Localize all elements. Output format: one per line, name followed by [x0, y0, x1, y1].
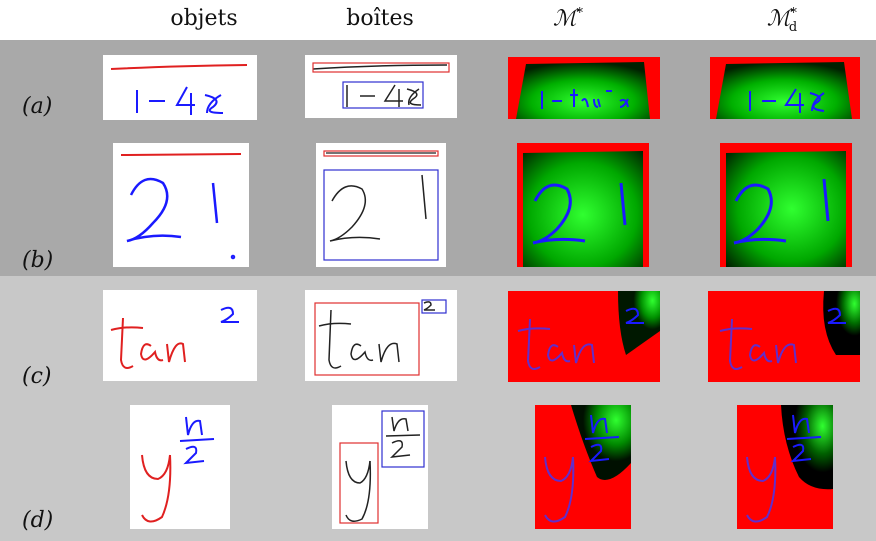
row-d-m-star-map [535, 405, 631, 529]
d-sub: d [788, 19, 798, 35]
row-b-boites-image [316, 143, 446, 267]
row-label-c: (c) [22, 364, 52, 389]
row-c-boites-image [305, 290, 457, 381]
row-d-m-star-d-map [737, 405, 833, 529]
row-c-m-star-d-map [708, 291, 860, 382]
row-b-objets-image [113, 143, 249, 267]
row-d-boites-image [332, 405, 428, 529]
row-label-d: (d) [22, 508, 54, 533]
row-b-m-star-d-map [720, 143, 852, 267]
row-a-objets-image [103, 55, 257, 120]
row-c-m-star-map [508, 291, 660, 382]
row-c-objets-image [103, 290, 257, 381]
star-sup: * [790, 6, 797, 21]
row-d-objets-image [130, 405, 230, 529]
row-a-boites-image [305, 55, 457, 118]
header-boites: boîtes [346, 6, 414, 31]
star-sup: * [576, 6, 584, 21]
row-a-m-star-map [508, 57, 660, 119]
m-symbol: ℳ [766, 6, 791, 32]
row-label-b: (b) [22, 248, 54, 273]
header-objets: objets [170, 6, 238, 31]
header-m-star-d: ℳ*d [702, 6, 862, 35]
row-b-m-star-map [517, 143, 649, 267]
row-label-a: (a) [22, 94, 53, 119]
header-m-star: ℳ* [488, 6, 648, 31]
m-symbol: ℳ [552, 6, 577, 32]
row-a-m-star-d-map [710, 57, 860, 119]
